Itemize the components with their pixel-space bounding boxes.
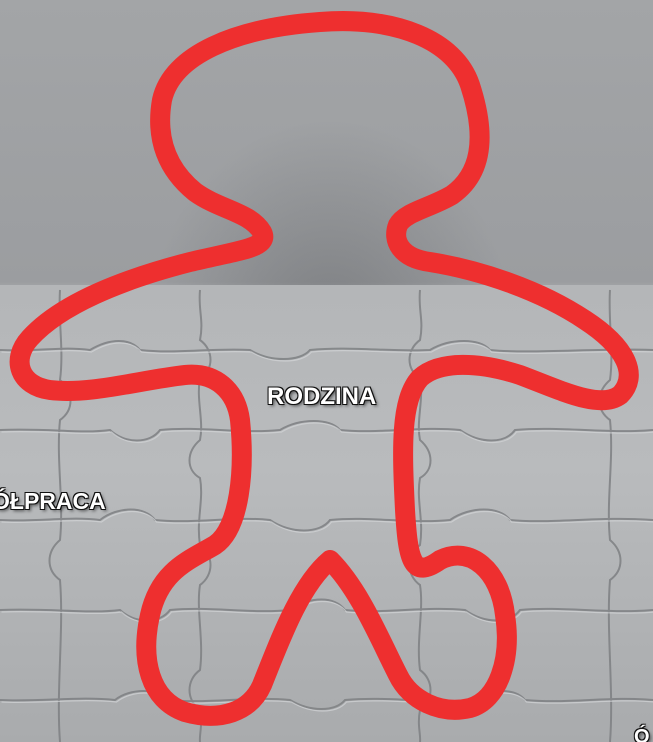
label-bottom-right-fragment: Ó — [634, 726, 650, 742]
label-rodzina: RODZINA — [267, 383, 376, 411]
label-wspolpraca: ÓŁPRACA — [0, 488, 106, 515]
